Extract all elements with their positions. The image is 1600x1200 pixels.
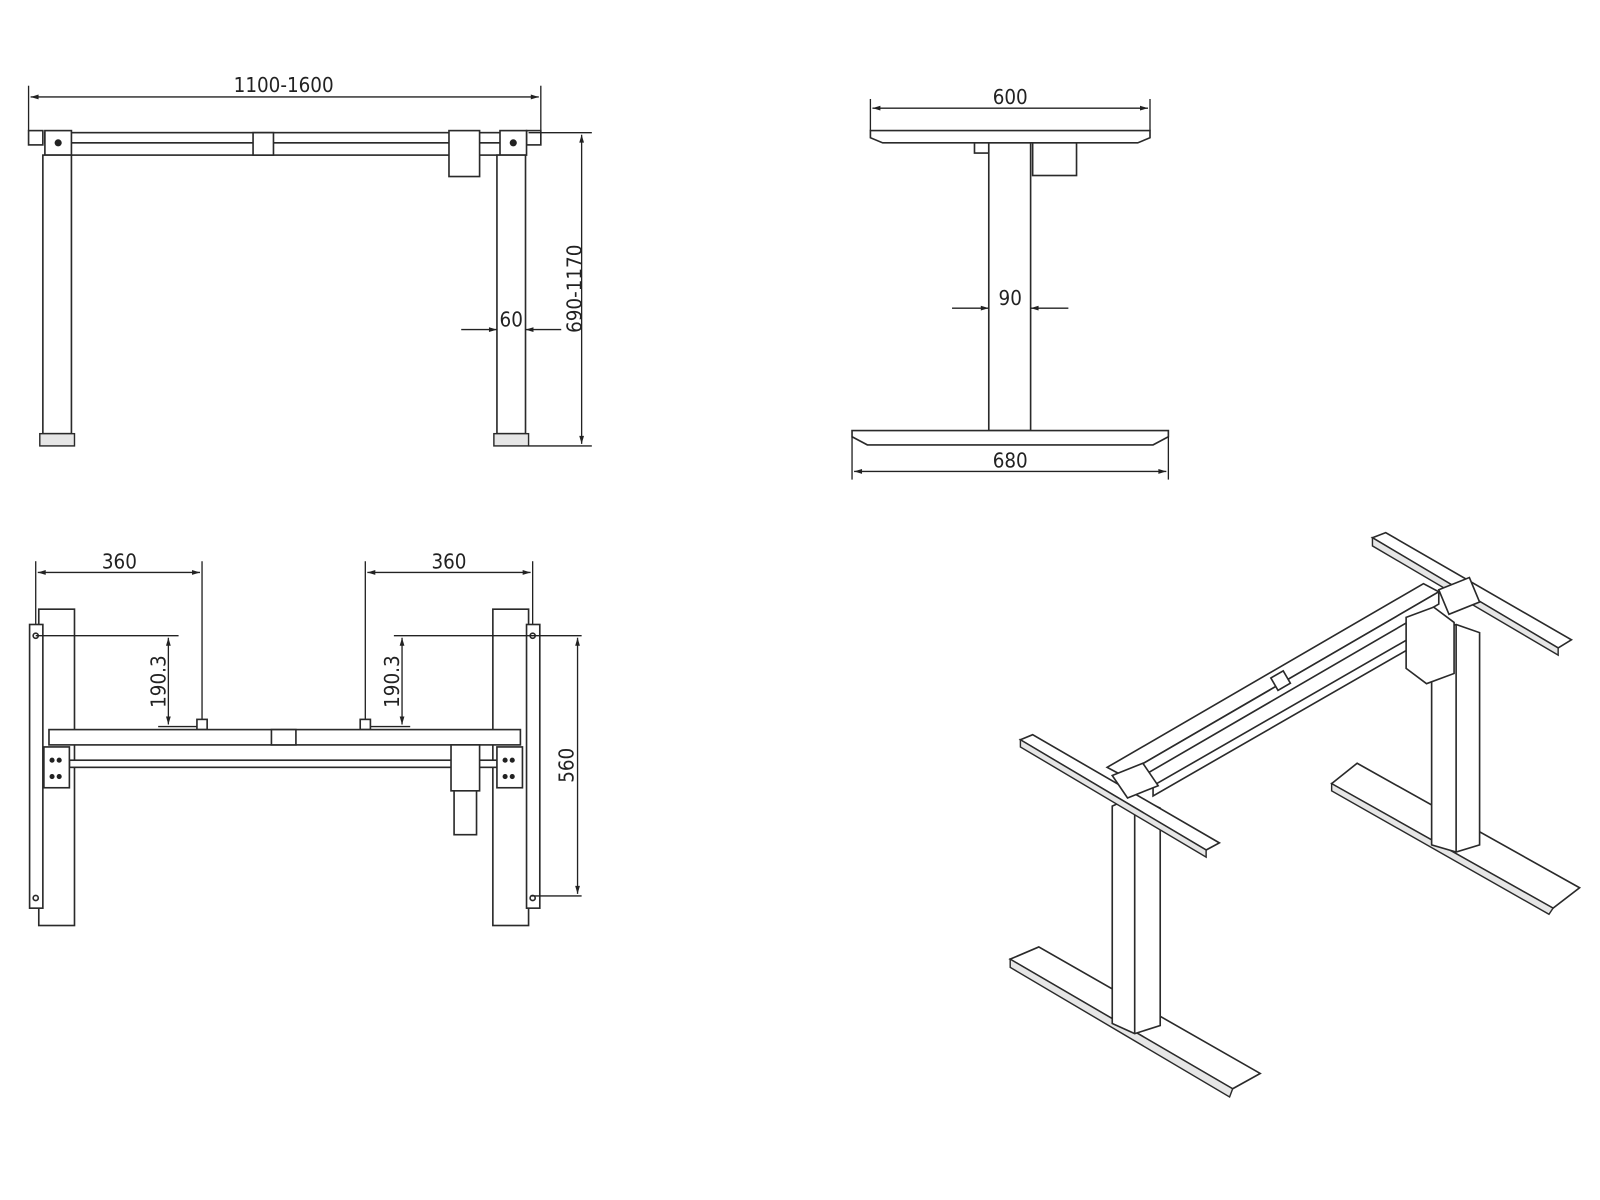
column-width-label: 90 — [999, 286, 1022, 310]
left-depth-label: 190.3 — [146, 655, 170, 707]
left-offset-label: 360 — [102, 549, 137, 573]
leg-width-label: 60 — [500, 308, 523, 332]
top-view: 360 360 190.3 190.3 560 — [28, 549, 582, 927]
column — [987, 142, 1032, 432]
foot-width-label: 680 — [993, 448, 1028, 472]
front-view: 1100-1600 690-1170 60 — [27, 73, 592, 447]
left-leg — [42, 154, 73, 435]
isometric-view — [1008, 531, 1582, 1098]
bracket-span-label: 560 — [554, 748, 578, 783]
right-offset-label: 360 — [431, 549, 466, 573]
right-depth-label: 190.3 — [380, 655, 404, 707]
width-dimension-label: 1100-1600 — [234, 73, 334, 97]
side-view: 600 90 680 — [851, 85, 1170, 480]
right-leg — [496, 154, 527, 435]
height-dimension-label: 690-1170 — [563, 245, 587, 333]
top-width-label: 600 — [993, 85, 1028, 109]
